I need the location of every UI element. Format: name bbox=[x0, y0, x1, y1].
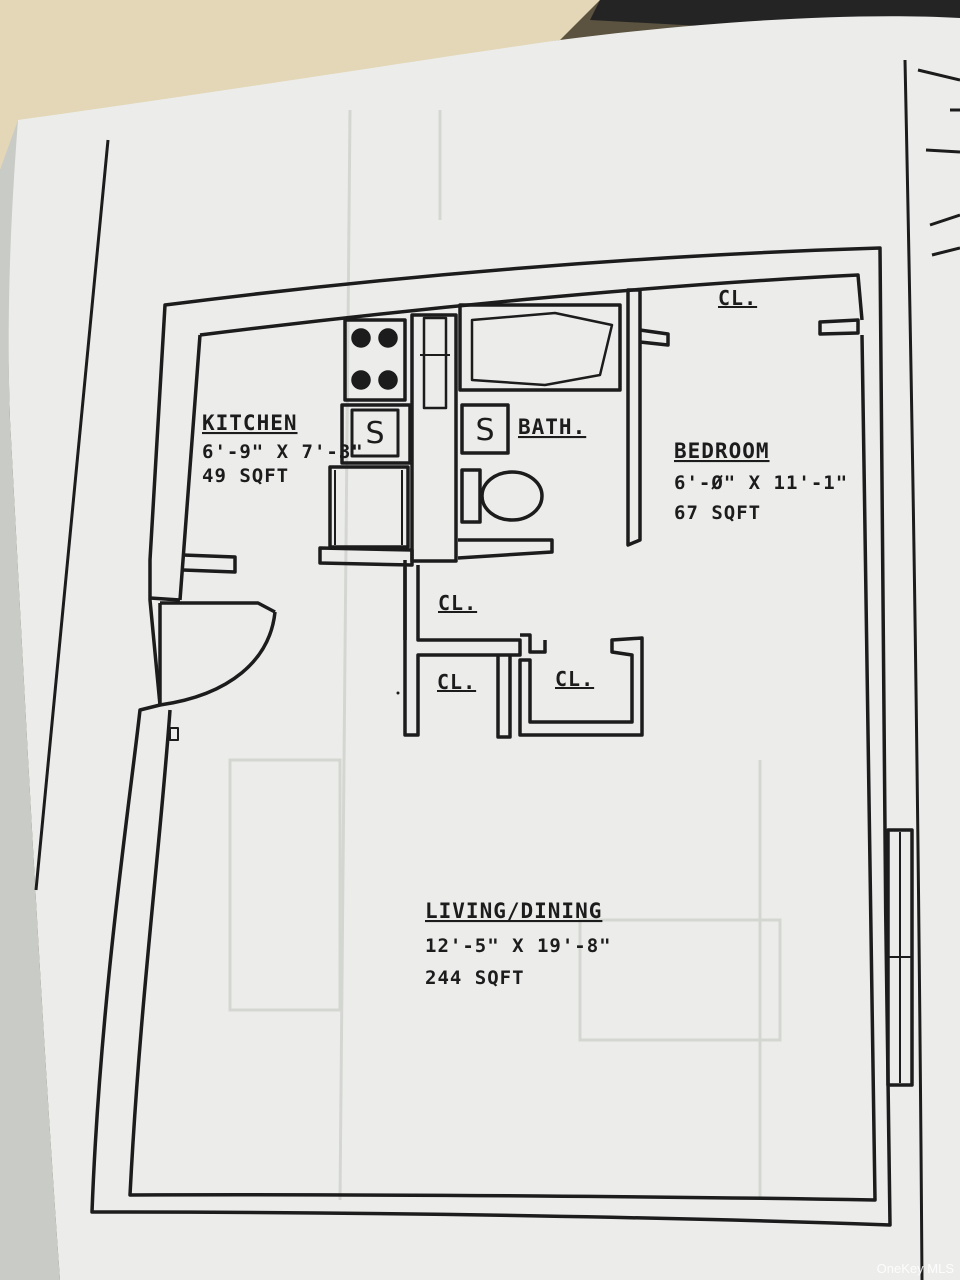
kitchen-wall-stub bbox=[182, 553, 237, 574]
closet-label-right: CL. bbox=[555, 667, 594, 691]
refrigerator bbox=[328, 465, 410, 549]
closet-label-hall: CL. bbox=[438, 591, 477, 615]
bleed-through-lines bbox=[228, 109, 782, 1201]
living-area: 244 SQFT bbox=[425, 967, 525, 989]
mls-watermark: OneKey MLS bbox=[876, 1261, 954, 1276]
kitchen-sink-counter bbox=[340, 403, 412, 465]
bath-bedroom-partition bbox=[626, 288, 642, 547]
bath-bottom-wall bbox=[457, 538, 554, 560]
closet-label-bedroom: CL. bbox=[718, 286, 757, 310]
bath-label: BATH. bbox=[518, 415, 586, 439]
margin-line bbox=[34, 139, 110, 891]
window bbox=[886, 828, 914, 1087]
paper-shadow bbox=[0, 120, 60, 1280]
bath-sink bbox=[460, 403, 510, 455]
kitchen-sink-symbol: S bbox=[365, 416, 384, 451]
closet-label-left: CL. bbox=[437, 670, 476, 694]
kitchen-label: KITCHEN bbox=[202, 411, 298, 435]
kitchen-bath-partition bbox=[410, 313, 458, 563]
bedroom-area: 67 SQFT bbox=[674, 502, 761, 524]
floor-plan bbox=[90, 246, 914, 1227]
bathtub bbox=[458, 303, 622, 392]
kitchen-dims: 6'-9" X 7'-3" bbox=[202, 441, 364, 463]
kitchen-area: 49 SQFT bbox=[202, 465, 289, 487]
closet-walls bbox=[403, 560, 522, 737]
outer-wall-outer bbox=[90, 246, 892, 1227]
living-label: LIVING/DINING bbox=[425, 899, 602, 923]
toilet bbox=[460, 468, 544, 524]
paper-sheet bbox=[8, 16, 960, 1280]
bath-sink-symbol: S bbox=[475, 413, 494, 448]
stove bbox=[343, 318, 407, 402]
bedroom-dims: 6'-Ø" X 11'-1" bbox=[674, 472, 848, 494]
bedroom-label: BEDROOM bbox=[674, 439, 770, 463]
living-dims: 12'-5" X 19'-8" bbox=[425, 935, 612, 957]
entry-door bbox=[158, 601, 277, 741]
right-edge-lines bbox=[903, 59, 960, 1280]
